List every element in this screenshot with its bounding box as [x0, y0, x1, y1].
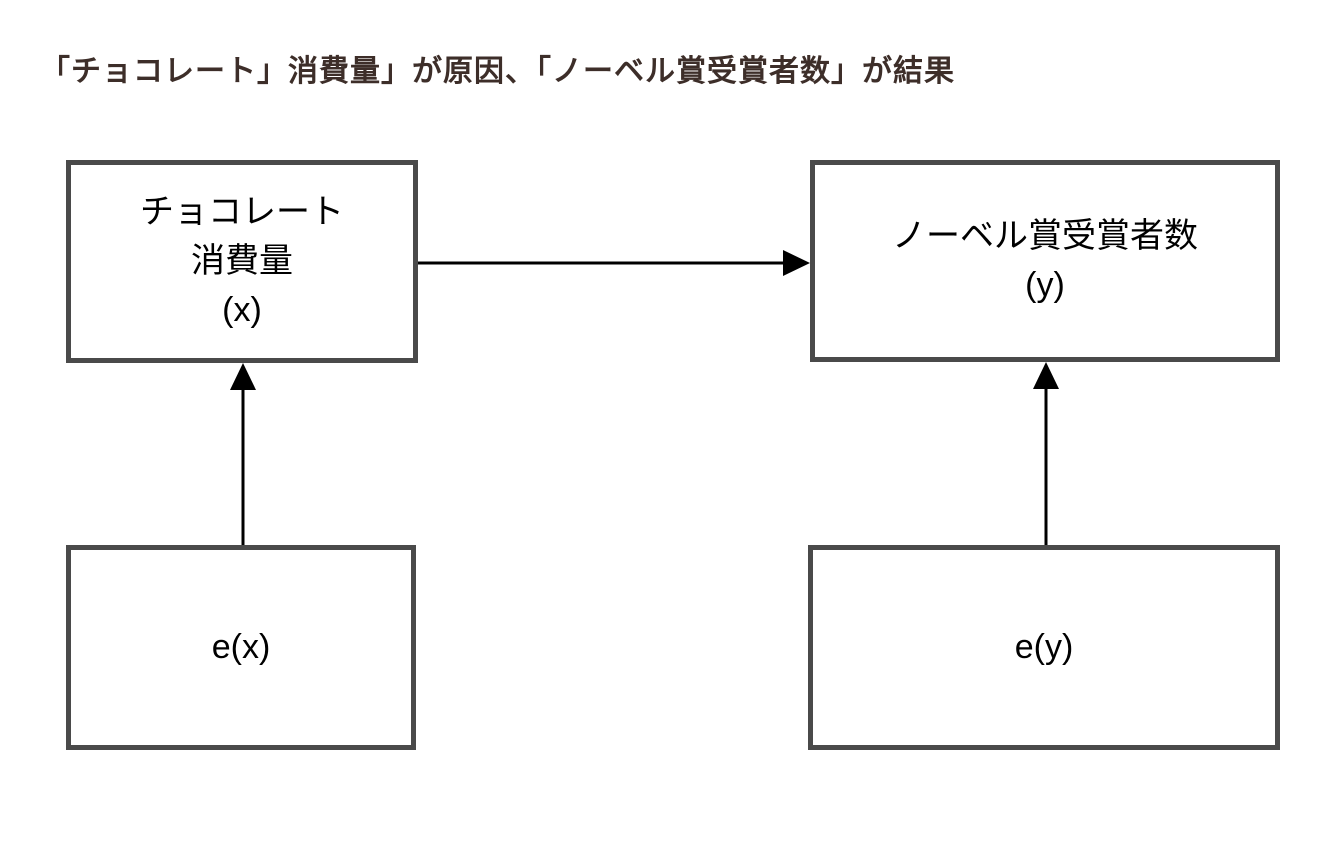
edge-chocolate-to-nobel: [418, 250, 810, 276]
node-chocolate-consumption: チョコレート 消費量 (x): [66, 160, 418, 363]
node-error-y-label: e(y): [1014, 627, 1074, 666]
edge-ex-to-chocolate-arrowhead-icon: [230, 363, 256, 390]
edge-ey-to-nobel-arrowhead-icon: [1033, 362, 1059, 389]
node-error-x: e(x): [66, 545, 416, 750]
node-nobel-laureates: ノーベル賞受賞者数 (y): [810, 160, 1280, 362]
node-error-y: e(y): [808, 545, 1280, 750]
diagram-title: 「チョコレート」消費量」が原因、「ノーベル賞受賞者数」が結果: [40, 55, 955, 88]
edge-ey-to-nobel: [1033, 362, 1059, 545]
edge-ex-to-chocolate: [230, 363, 256, 545]
node-chocolate-consumption-label: チョコレート 消費量 (x): [140, 192, 344, 330]
node-nobel-laureates-label: ノーベル賞受賞者数 (y): [892, 216, 1198, 304]
node-error-x-label: e(x): [211, 627, 271, 666]
edge-chocolate-to-nobel-arrowhead-icon: [783, 250, 810, 276]
